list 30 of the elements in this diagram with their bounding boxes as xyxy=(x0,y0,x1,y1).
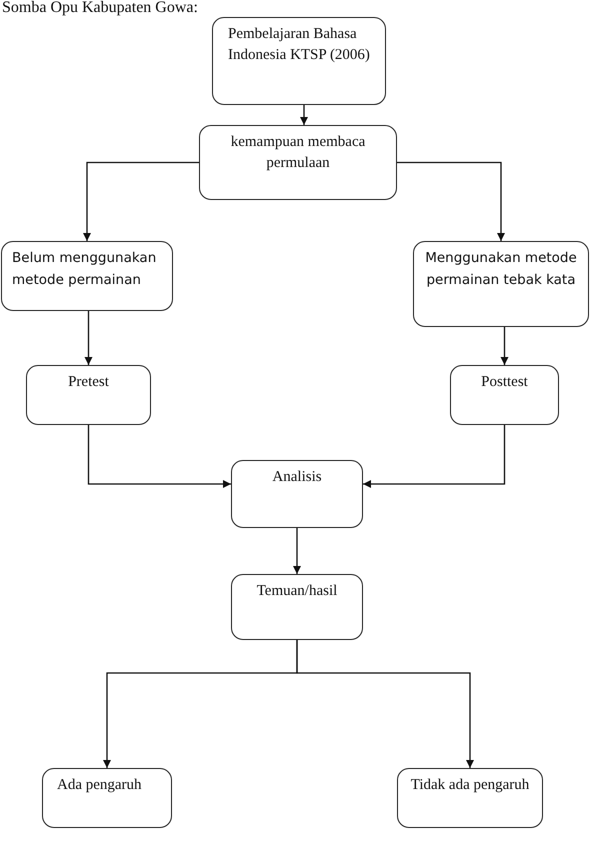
node-text: kemampuan membaca permulaan xyxy=(230,133,366,173)
process-box xyxy=(42,768,172,828)
arrow xyxy=(296,640,474,768)
process-box xyxy=(231,460,363,528)
arrow xyxy=(84,311,92,365)
heading-text: Somba Opu Kabupaten Gowa: xyxy=(2,0,198,17)
arrow xyxy=(397,162,505,241)
node-text: Pretest xyxy=(68,373,109,392)
process-box xyxy=(231,574,363,640)
arrow xyxy=(363,425,506,488)
arrow xyxy=(300,105,308,125)
node-text: Belum menggunakan metode permainan xyxy=(12,249,158,290)
arrow xyxy=(88,425,231,488)
process-box xyxy=(26,365,151,425)
node-text: Tidak ada pengaruh xyxy=(410,776,530,795)
node-text: Menggunakan metode permainan tebak kata xyxy=(424,249,578,290)
arrow xyxy=(293,528,301,574)
process-box xyxy=(397,768,543,828)
node-text: Analisis xyxy=(272,468,322,487)
process-box xyxy=(1,241,173,311)
process-box xyxy=(199,125,397,200)
process-box xyxy=(212,17,386,105)
node-text: Pembelajaran Bahasa Indonesia KTSP (2006) xyxy=(228,25,371,65)
node-text: Ada pengaruh xyxy=(57,776,142,795)
node-text: Posttest xyxy=(481,373,528,392)
process-box xyxy=(450,365,559,425)
process-box xyxy=(413,241,589,327)
arrow xyxy=(500,327,508,365)
node-text: Temuan/hasil xyxy=(256,582,338,601)
arrow xyxy=(83,162,199,241)
